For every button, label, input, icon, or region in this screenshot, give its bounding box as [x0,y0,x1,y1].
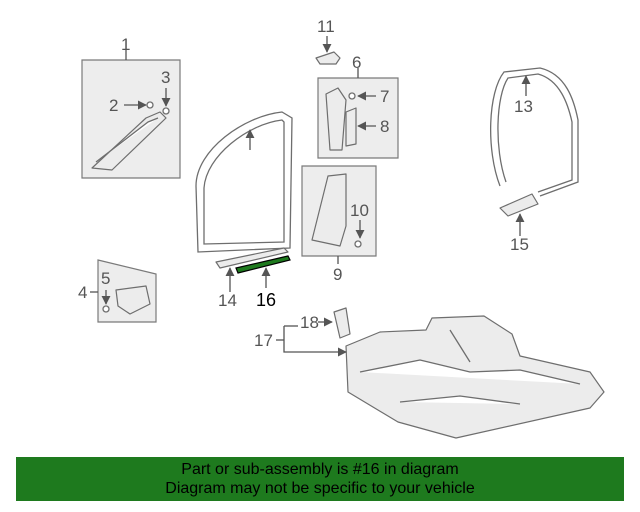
rear-scuff-plate-15 [499,193,539,217]
lower-trim-panel [115,285,151,315]
callout-15: 15 [510,235,529,254]
callout-14: 14 [218,291,237,310]
rear-door-weatherstrip [490,67,579,197]
part-group-14: 14 [215,247,289,310]
callout-10: 10 [350,201,369,220]
clip-10 [354,240,362,248]
callout-7: 7 [380,87,389,106]
part-group-16: 16 [235,255,291,310]
part-group-13: 13 [490,67,579,197]
center-pillar-lower-garnish [311,173,347,247]
part-group-9: 9 10 [301,165,377,284]
part-group-1: 1 2 3 [81,35,181,179]
part-group-17: 17 18 [254,307,605,439]
front-door-weatherstrip [195,111,293,253]
callout-16: 16 [256,290,276,310]
callout-9: 9 [333,265,342,284]
callout-2: 2 [109,96,118,115]
bracket-18 [333,307,351,339]
callout-1: 1 [121,35,130,54]
front-pillar-garnish-edge [95,117,159,163]
center-pillar-upper-garnish [325,87,347,151]
callout-5: 5 [101,269,110,288]
callout-3: 3 [161,68,170,87]
callout-6: 6 [352,53,361,72]
part-group-15: 15 [499,193,539,254]
callout-8: 8 [380,117,389,136]
pillar-bracket-8 [345,107,357,147]
callout-13: 13 [514,97,533,116]
group-1-box [81,59,181,179]
info-banner: Part or sub-assembly is #16 in diagram D… [16,457,624,501]
clip-2 [146,101,154,109]
clip-11 [315,51,341,65]
clip-3 [162,107,170,115]
part-group-6: 6 7 8 [317,53,399,159]
banner-line-2: Diagram may not be specific to your vehi… [165,480,475,497]
scuff-plate-14 [215,247,289,269]
callout-4: 4 [78,283,87,302]
banner-line-1: Part or sub-assembly is #16 in diagram [181,461,459,478]
part-group-11: 11 [315,17,341,65]
part-group-4: 4 5 [78,259,157,323]
clip-5 [102,305,110,313]
clip-7 [348,92,356,100]
callout-11: 11 [317,17,335,36]
floor-carpet-detail [359,329,581,405]
callout-18: 18 [300,313,319,332]
callout-17: 17 [254,331,273,350]
front-pillar-garnish [91,111,167,171]
scuff-plate-16-highlighted [235,255,291,274]
